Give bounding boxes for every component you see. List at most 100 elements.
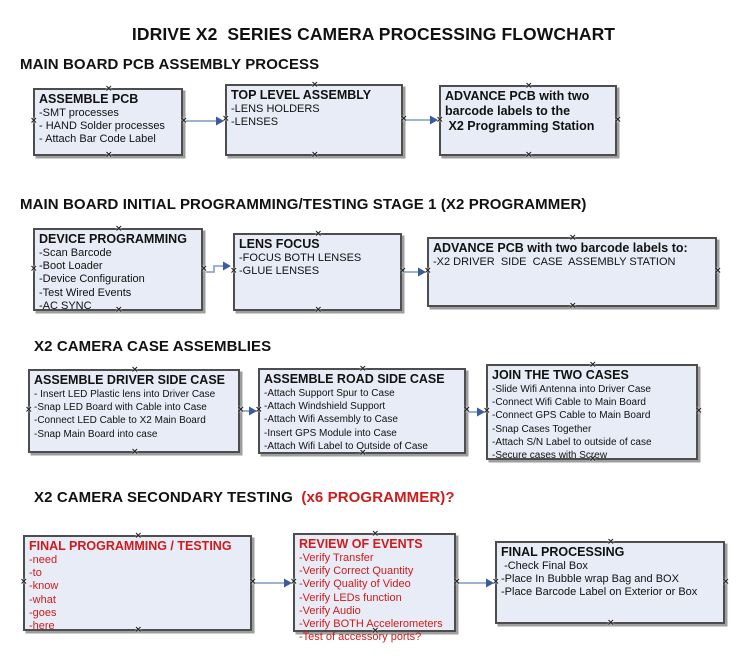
page-title: IDRIVE X2 SERIES CAMERA PROCESSING FLOWC… (131, 24, 616, 44)
connection-point-icon: × (492, 576, 500, 587)
connection-point-icon: × (399, 266, 407, 276)
box-title: DEVICE PROGRAMMING (39, 232, 187, 246)
box-final-programming-testing: FINAL PROGRAMMING / TESTING -need-to-kno… (20, 532, 257, 635)
box-line: -Secure cases with Screw (492, 450, 608, 462)
box-line: -what (29, 593, 56, 606)
connection-point-icon: × (424, 266, 432, 276)
connection-point-icon: × (463, 405, 471, 415)
box-line: -Test of accessory ports? (299, 631, 422, 644)
connection-point-icon: × (314, 305, 323, 315)
box-line: -GLUE LENSES (239, 265, 320, 278)
connection-point-icon: × (722, 576, 730, 587)
box-line: -Test Wired Events (39, 286, 132, 299)
box-advance-pcb-driver-side-station: ADVANCE PCB with two barcode labels to: … (424, 234, 722, 311)
box-line: -Place Barcode Label on Exterior or Box (501, 586, 698, 599)
box-line: -Attach Windshield Support (264, 401, 386, 413)
box-items: -Scan Barcode-Boot Loader-Device Configu… (39, 247, 197, 313)
box-assemble-road-side-case: ASSEMBLE ROAD SIDE CASE -Attach Support … (255, 365, 471, 458)
section-heading-pcb-assembly: MAIN BOARD PCB ASSEMBLY PROCESS (20, 56, 320, 73)
box-items: -Attach Support Spur to Case -Attach Wind… (264, 387, 460, 453)
box-line: -Place In Bubble wrap Bag and BOX (501, 573, 679, 586)
box-line: -AC SYNC (39, 299, 92, 312)
section-heading-red-part: (x6 PROGRAMMER)? (292, 489, 455, 506)
box-line: -Connect LED Cable to X2 Main Board (34, 415, 206, 427)
box-line: -Verify Quality of Video (299, 578, 411, 591)
box-line: -Verify Correct Quantity (299, 565, 414, 578)
box-title: FINAL PROCESSING (501, 545, 625, 559)
box-final-processing: FINAL PROCESSING -Check Final Box-Place … (492, 538, 730, 628)
connection-point-icon: × (180, 116, 188, 126)
connector-arrow-row1-a (186, 116, 224, 126)
box-items: -FOCUS BOTH LENSES-GLUE LENSES (239, 252, 396, 278)
box-line: -Snap Cases Together (492, 423, 592, 435)
box-line: -Boot Loader (39, 260, 103, 273)
box-line: -Verify Transfer (299, 552, 374, 564)
box-assemble-pcb: ASSEMBLE PCB -SMT processes- HAND Solder… (30, 85, 188, 160)
box-line: -Device Configuration (39, 273, 145, 286)
connector-arrow-row3-a (243, 406, 257, 416)
section-heading-secondary-testing: X2 CAMERA SECONDARY TESTING (x6 PROGRAMM… (34, 489, 455, 506)
box-join-the-two-cases: JOIN THE TWO CASES -Slide Wifi Antenna i… (483, 361, 703, 464)
box-line: -need (29, 554, 58, 566)
box-line: -Verify BOTH Accelerometers (299, 618, 443, 631)
box-line: -Attach S/N Label to outside of case (492, 436, 652, 448)
section-heading-case-assemblies: X2 CAMERA CASE ASSEMBLIES (34, 338, 272, 355)
connection-point-icon: × (237, 405, 245, 415)
box-title: ASSEMBLE DRIVER SIDE CASE (34, 373, 226, 387)
connection-point-icon: × (20, 577, 28, 587)
connection-point-icon: × (249, 577, 257, 587)
connector-arrow-row2-b (404, 267, 426, 277)
box-title: TOP LEVEL ASSEMBLY (231, 88, 372, 102)
box-items: -Verify Transfer-Verify Correct Quantity… (299, 552, 450, 644)
connection-point-icon: × (311, 150, 319, 160)
connector-arrow-row3-b (469, 407, 485, 417)
connector-arrow-row1-b (406, 115, 438, 125)
box-top-level-assembly: TOP LEVEL ASSEMBLY -LENS HOLDERS-LENSES … (222, 81, 408, 160)
box-items: -Check Final Box-Place In Bubble wrap Ba… (501, 560, 719, 600)
box-title: ASSEMBLE ROAD SIDE CASE (264, 372, 445, 386)
box-line: -know (29, 580, 59, 593)
box-line: -Verify LEDs function (299, 591, 402, 604)
connector-arrow-row2-a (206, 261, 231, 273)
connection-point-icon: × (453, 576, 461, 587)
connection-point-icon: × (30, 263, 38, 274)
connection-point-icon: × (230, 266, 238, 276)
box-line: X2 Programming Station (445, 119, 595, 133)
box-items: - Insert LED Plastic lens into Driver Ca… (34, 388, 234, 441)
box-line: -Verify Audio (299, 604, 361, 617)
connection-point-icon: × (614, 114, 622, 125)
connection-point-icon: × (483, 406, 491, 416)
box-line: -Attach Support Spur to Case (264, 388, 395, 399)
connection-point-icon: × (255, 405, 263, 415)
box-line: - Insert LED Plastic lens into Driver Ca… (34, 389, 216, 400)
section-heading-initial-programming: MAIN BOARD INITIAL PROGRAMMING/TESTING S… (20, 196, 587, 213)
connection-point-icon: × (400, 114, 408, 124)
box-items: -Slide Wifi Antenna into Driver Case -Con… (492, 383, 692, 462)
box-title: REVIEW OF EVENTS (299, 537, 423, 551)
box-line: -Insert GPS Module into Case (264, 427, 397, 439)
connection-point-icon: × (714, 266, 722, 276)
box-line: - Attach Bar Code Label (39, 133, 156, 146)
box-line: barcode labels to the (445, 104, 571, 118)
box-line: -Connect GPS Cable to Main Board (492, 410, 651, 422)
box-line: - HAND Solder processes (39, 120, 165, 133)
box-line: -Slide Wifi Antenna into Driver Case (492, 384, 651, 395)
box-title: LENS FOCUS (239, 237, 320, 251)
box-title: ASSEMBLE PCB (39, 92, 139, 106)
connection-point-icon: × (25, 405, 33, 415)
box-line: -LENSES (231, 116, 279, 129)
box-review-of-events: REVIEW OF EVENTS -Verify Transfer-Verify… (290, 530, 461, 644)
box-line: -LENS HOLDERS (231, 103, 320, 115)
connector-arrow-row4-b (459, 578, 494, 588)
section-heading-black-part: X2 CAMERA SECONDARY TESTING (34, 489, 293, 506)
connection-point-icon: × (525, 150, 533, 160)
connection-point-icon: × (695, 406, 703, 416)
connection-point-icon: × (200, 263, 208, 274)
box-lens-focus: LENS FOCUS -FOCUS BOTH LENSES-GLUE LENSE… (230, 230, 407, 315)
box-title: JOIN THE TWO CASES (492, 368, 629, 382)
box-line: -FOCUS BOTH LENSES (239, 252, 362, 264)
box-items: -need-to-know-what-goes-here (29, 554, 246, 633)
